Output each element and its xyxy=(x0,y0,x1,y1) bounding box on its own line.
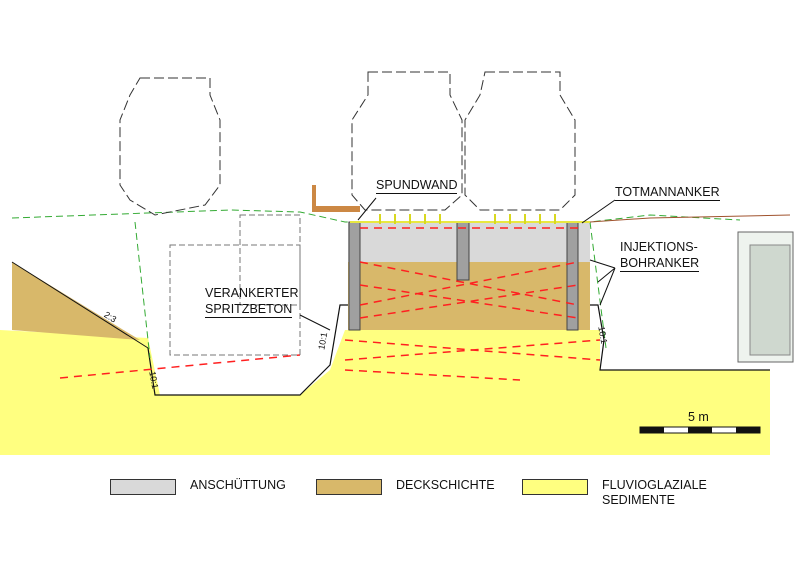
right-excavation-outline xyxy=(590,304,770,371)
brown-ground-line xyxy=(589,214,791,223)
left-embankment-slope-line xyxy=(11,261,149,349)
legend-swatch-sediment xyxy=(522,479,588,495)
dead-man-anchor-heads xyxy=(379,214,556,224)
sheet-pile-right xyxy=(566,221,579,331)
dead-man-anchor-label: TOTMANNANKER xyxy=(615,185,720,201)
legend-swatch-fill xyxy=(110,479,176,495)
existing-structure-outlines xyxy=(169,214,301,356)
legend-swatch-cover xyxy=(316,479,382,495)
left-embankment-cover-layer xyxy=(12,262,140,340)
injection-anchor-label-1: INJEKTIONS- xyxy=(620,240,698,254)
injection-anchors xyxy=(59,227,601,381)
anchored-shotcrete-label-1: VERANKERTER xyxy=(205,286,299,300)
legend-item-cover: DECKSCHICHTE xyxy=(316,478,495,495)
legend-label-cover: DECKSCHICHTE xyxy=(396,478,495,492)
ground-line xyxy=(11,209,741,223)
right-building-inner xyxy=(749,244,791,356)
scale-bar xyxy=(639,426,761,434)
legend-label-sediment-2: SEDIMENTE xyxy=(602,493,675,507)
fluvioglacial-sediment-layer xyxy=(0,330,770,455)
sheet-pile-center xyxy=(456,221,470,281)
injection-anchor-label-2: BOHRANKER xyxy=(620,256,700,272)
legend-item-sediment: FLUVIOGLAZIALE SEDIMENTE xyxy=(522,478,707,508)
sheet-pile-platform xyxy=(312,185,316,212)
label-leader-lines xyxy=(299,197,616,331)
scale-bar-label: 5 m xyxy=(688,410,709,424)
legend-item-fill: ANSCHÜTTUNG xyxy=(110,478,286,495)
vehicle-clearance-profiles xyxy=(119,71,576,216)
legend-label-sediment-1: FLUVIOGLAZIALE xyxy=(602,478,707,492)
sheet-pile-wall-label: SPUNDWAND xyxy=(376,178,458,194)
sheet-pile-platform-deck xyxy=(312,206,360,212)
anchored-shotcrete-label-2: SPRITZBETON xyxy=(205,302,293,318)
trench-boundary-left xyxy=(134,221,151,359)
sheet-pile-left xyxy=(348,221,361,331)
trench-boundary-right xyxy=(589,221,607,349)
excavation-outline xyxy=(147,304,348,396)
legend-label-fill: ANSCHÜTTUNG xyxy=(190,478,286,492)
